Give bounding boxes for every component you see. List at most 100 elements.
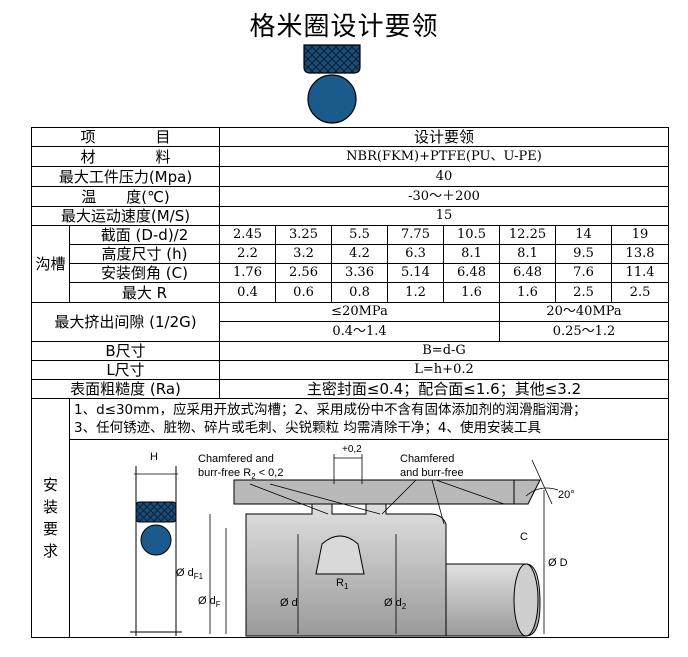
roughness-label: 表面粗糙度 (Ra)	[30, 379, 221, 399]
label-R1-main: R	[336, 577, 344, 589]
label-chamfer-2b: and burr-free	[400, 467, 464, 479]
groove-cell: 4.2	[331, 244, 389, 264]
groove-side-label: 沟槽	[31, 225, 70, 303]
material-label: 材 料	[30, 146, 221, 167]
spec-table: 项 目 设计要领 材 料 NBR(FKM)+PTFE(PU、U-PE) 最大工件…	[30, 127, 670, 638]
header-item: 项 目	[30, 127, 221, 147]
rod-body	[245, 503, 541, 637]
groove-cell: 2.5	[611, 282, 670, 303]
groove-cell: 19	[611, 225, 670, 245]
groove-cell: 1.76	[219, 263, 277, 283]
label-d2-main: Ø d	[384, 597, 402, 609]
groove-row-3: 最大 R 0.4 0.6 0.8 1.2 1.6 1.6 2.5 2.5	[32, 282, 670, 303]
groove-cell: 6.48	[443, 263, 501, 283]
groove-label: 高度尺寸 (h)	[68, 244, 221, 264]
groove-cell: 2.5	[555, 282, 613, 303]
b-size-row: B尺寸 B=d-G	[30, 341, 670, 361]
dimension-lines	[209, 454, 559, 634]
ptfe-ring-shape	[303, 44, 361, 74]
groove-cell: 12.25	[499, 225, 557, 245]
groove-cell: 2.45	[219, 225, 277, 245]
groove-cell: 7.6	[555, 263, 613, 283]
l-size-label: L尺寸	[30, 360, 221, 380]
groove-cell: 0.8	[331, 282, 389, 303]
groove-cell: 9.5	[555, 244, 613, 264]
groove-row-1: 高度尺寸 (h) 2.2 3.2 4.2 6.3 8.1 8.1 9.5 13.…	[32, 244, 670, 264]
temperature-label: 温 度(℃)	[30, 186, 221, 207]
b-size-label: B尺寸	[30, 341, 221, 361]
extrusion-high-value: 0.25～1.2	[499, 321, 670, 342]
groove-cell: 8.1	[443, 244, 501, 264]
label-R1-sub: 1	[344, 582, 349, 591]
header-value: 设计要领	[219, 127, 670, 147]
roughness-value: 主密封面≤0.4；配合面≤1.6；其他≤3.2	[219, 379, 670, 399]
groove-cell: 11.4	[611, 263, 670, 283]
header-row: 项 目 设计要领	[30, 127, 670, 147]
groove-cell: 10.5	[443, 225, 501, 245]
label-dF1: Ø dF1	[176, 567, 204, 581]
groove-cell: 3.2	[275, 244, 333, 264]
groove-label: 安装倒角 (C)	[68, 263, 221, 283]
o-ring-shape	[307, 74, 357, 124]
groove-cell: 3.36	[331, 263, 389, 283]
groove-cell: 6.48	[499, 263, 557, 283]
install-text: 1、d≤30mm，应采用开放式沟槽；2、采用成份中不含有固体添加剂的润滑脂润滑；…	[68, 398, 670, 440]
groove-label: 最大 R	[68, 282, 221, 303]
pressure-row: 最大工件压力(Mpa) 40	[30, 166, 670, 187]
speed-value: 15	[219, 206, 670, 226]
groove-cell: 8.1	[499, 244, 557, 264]
label-dF1-main: Ø d	[176, 567, 194, 579]
extrusion-row-1: 0.4～1.4 0.25～1.2	[32, 321, 670, 342]
groove-cell: 3.25	[275, 225, 333, 245]
side-view	[130, 466, 182, 636]
label-h: H	[150, 451, 158, 463]
l-size-value: L=h+0.2	[219, 360, 670, 380]
label-chamfer-1b: burr-free R	[198, 467, 251, 479]
label-angle: 20°	[558, 489, 575, 501]
pressure-label: 最大工件压力(Mpa)	[30, 166, 221, 187]
label-chamfer-1-sub: 2	[251, 472, 256, 481]
label-chamfer-1a: Chamfered and	[198, 453, 274, 465]
roughness-row: 表面粗糙度 (Ra) 主密封面≤0.4；配合面≤1.6；其他≤3.2	[30, 379, 670, 399]
install-row: 安装要求 1、d≤30mm，应采用开放式沟槽；2、采用成份中不含有固体添加剂的润…	[31, 398, 670, 638]
extrusion-row-0: 最大挤出间隙 (1/2G) ≤20MPa 20～40MPa	[30, 302, 670, 342]
groove-cell: 5.14	[387, 263, 445, 283]
page-title: 格米圈设计要领	[249, 12, 439, 42]
install-line-2: 3、任何锈迹、脏物、碎片或毛刺、尖锐颗粒 均需清除干净；4、使用安装工具	[74, 420, 541, 436]
installation-drawing: H +0,2 Chamfered and burr-free R2 < 0,2 …	[130, 444, 575, 637]
label-D: Ø D	[548, 557, 568, 569]
label-dF-main: Ø d	[198, 595, 216, 607]
label-chamfer-1c: < 0,2	[256, 467, 284, 479]
install-side-label: 安装要求	[31, 398, 70, 638]
groove-cell: 2.56	[275, 263, 333, 283]
extrusion-label: 最大挤出间隙 (1/2G)	[30, 302, 221, 342]
material-value: NBR(FKM)+PTFE(PU、U-PE)	[219, 146, 670, 167]
pressure-value: 40	[219, 166, 670, 187]
label-c: C	[520, 531, 528, 543]
label-R1: R1	[336, 577, 349, 591]
groove-row-2: 安装倒角 (C) 1.76 2.56 3.36 5.14 6.48 6.48 7…	[32, 263, 670, 283]
label-d2-sub: 2	[402, 602, 407, 611]
groove-cell: 0.6	[275, 282, 333, 303]
label-dF: Ø dF	[198, 595, 221, 609]
groove-cell: 6.3	[387, 244, 445, 264]
label-d: Ø d	[280, 597, 298, 609]
groove-cell: 0.4	[219, 282, 277, 303]
extrusion-low-condition: ≤20MPa	[219, 302, 501, 322]
groove-cell: 13.8	[611, 244, 670, 264]
label-dF-sub: F	[216, 600, 221, 609]
l-size-row: L尺寸 L=h+0.2	[30, 360, 670, 380]
extrusion-high-condition: 20～40MPa	[499, 302, 670, 322]
label-chamfer-1: burr-free R2 < 0,2	[198, 467, 283, 481]
install-side-text: 安装要求	[42, 476, 58, 560]
extrusion-low-value: 0.4～1.4	[219, 321, 501, 342]
groove-cell: 5.5	[331, 225, 389, 245]
label-chamfer-2a: Chamfered	[400, 453, 454, 465]
b-size-value: B=d-G	[219, 341, 670, 361]
speed-row: 最大运动速度(M/S) 15	[30, 206, 670, 226]
install-line-1: 1、d≤30mm，应采用开放式沟槽；2、采用成份中不含有固体添加剂的润滑脂润滑；	[74, 402, 587, 418]
groove-cell: 14	[555, 225, 613, 245]
housing-bar	[233, 479, 515, 505]
material-row: 材 料 NBR(FKM)+PTFE(PU、U-PE)	[30, 146, 670, 167]
temperature-row: 温 度(℃) -30～＋200	[30, 186, 670, 207]
